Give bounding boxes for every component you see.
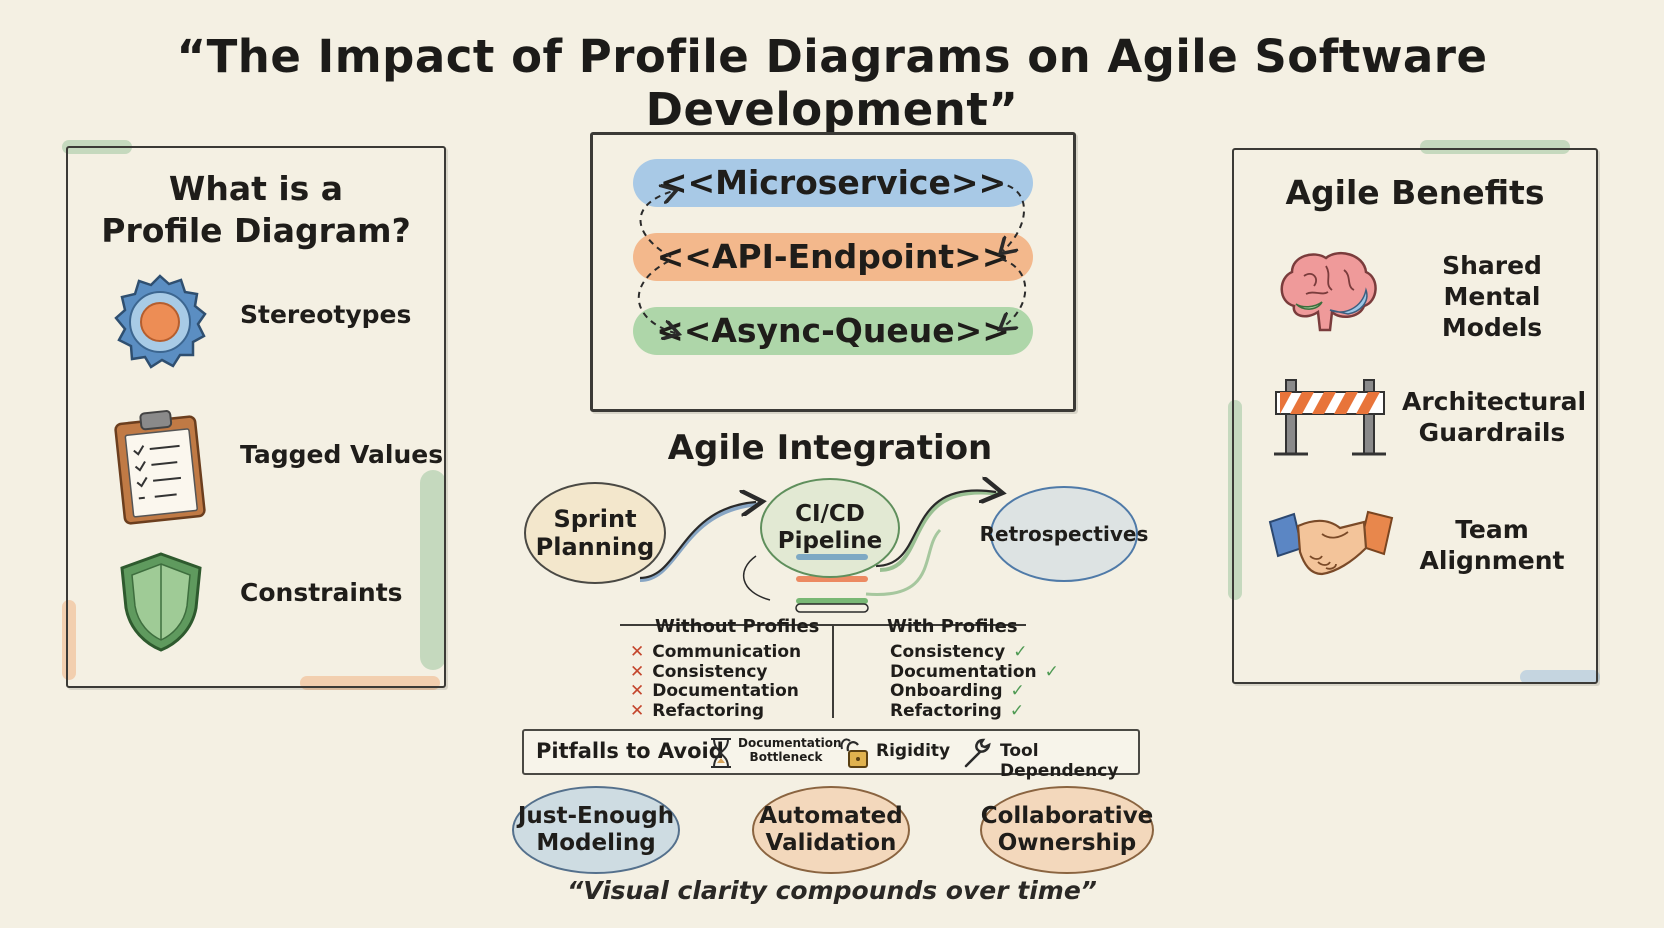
without-item: ✕Consistency xyxy=(630,661,768,682)
shield-icon xyxy=(116,550,206,654)
practice-automated-validation: Automated Validation xyxy=(752,786,910,874)
pitfall-documentation-bottleneck: Documentation Bottleneck xyxy=(738,736,842,764)
check-icon: ✓ xyxy=(1010,681,1025,701)
stereotype-panel: <<Microservice>> <<API-Endpoint>> <<Asyn… xyxy=(590,132,1076,412)
clipboard-icon xyxy=(112,406,212,526)
with-profiles-list: Consistency✓ Documentation✓ Onboarding✓ … xyxy=(890,642,1059,721)
heading-line: Profile Diagram? xyxy=(101,211,411,250)
with-item: Refactoring✓ xyxy=(890,700,1025,721)
handshake-icon xyxy=(1266,504,1396,584)
without-item: ✕Documentation xyxy=(630,681,799,701)
benefit-team-alignment: Team Alignment xyxy=(1402,514,1582,576)
barrier-icon xyxy=(1272,376,1388,458)
panel-heading: What is a Profile Diagram? xyxy=(68,168,444,252)
pitfalls-bar: Pitfalls to Avoid Documentation Bottlene… xyxy=(522,729,1140,781)
practice-label: Modeling xyxy=(536,830,656,856)
panel-wash xyxy=(62,600,76,680)
closing-quote: “Visual clarity compounds over time” xyxy=(567,876,1097,905)
stereotype-microservice: <<Microservice>> xyxy=(633,159,1033,207)
practice-label: Automated xyxy=(759,803,903,829)
practice-label: Validation xyxy=(765,830,897,856)
hourglass-icon xyxy=(708,737,734,769)
with-profiles-header: With Profiles xyxy=(887,616,1018,637)
panel-wash xyxy=(1520,670,1600,684)
check-icon: ✓ xyxy=(1013,642,1028,662)
page-title: “The Impact of Profile Diagrams on Agile… xyxy=(176,30,1488,136)
benefit-label: Shared Mental xyxy=(1442,251,1542,311)
step-label: Planning xyxy=(535,533,655,561)
pitfall-rigidity: Rigidity xyxy=(876,741,951,761)
panel-wash xyxy=(420,470,446,670)
stereotype-api-endpoint: <<API-Endpoint>> xyxy=(633,233,1033,281)
heading-line: What is a xyxy=(168,169,344,208)
with-item: Consistency✓ xyxy=(890,642,1028,662)
comparison-header-rule xyxy=(620,624,1026,626)
with-item: Documentation✓ xyxy=(890,661,1059,682)
step-sprint-planning: Sprint Planning xyxy=(524,482,666,584)
cross-icon: ✕ xyxy=(630,661,645,682)
pitfalls-label: Pitfalls to Avoid xyxy=(536,739,724,763)
profile-diagram-panel: What is a Profile Diagram? Stereotypes xyxy=(66,146,446,688)
step-label: CI/CD xyxy=(795,501,865,527)
step-retrospectives: Retrospectives xyxy=(980,486,1148,582)
practice-label: Ownership xyxy=(997,830,1137,856)
benefit-label: Architectural xyxy=(1402,387,1587,416)
practice-collaborative-ownership: Collaborative Ownership xyxy=(980,786,1154,874)
brain-icon xyxy=(1274,246,1382,340)
without-profiles-header: Without Profiles xyxy=(655,616,820,637)
step-label: Pipeline xyxy=(777,528,883,554)
practice-just-enough-modeling: Just-Enough Modeling xyxy=(512,786,680,874)
panel-heading: Agile Benefits xyxy=(1285,173,1545,212)
pitfall-label: Documentation xyxy=(738,736,842,750)
step-label: Sprint xyxy=(553,505,637,533)
stereotype-connectors xyxy=(637,182,1027,409)
benefit-label: Team xyxy=(1455,515,1529,544)
check-icon: ✓ xyxy=(1044,661,1059,682)
with-item: Onboarding✓ xyxy=(890,681,1025,701)
practice-label: Just-Enough xyxy=(517,803,675,829)
agile-integration-heading: Agile Integration xyxy=(667,428,993,468)
check-icon: ✓ xyxy=(1009,700,1025,721)
benefit-label: Guardrails xyxy=(1418,418,1566,447)
benefit-architectural-guardrails: Architectural Guardrails xyxy=(1402,386,1587,448)
panel-wash xyxy=(1228,400,1242,600)
agile-benefits-panel: Agile Benefits Shared Mental Models xyxy=(1232,148,1598,684)
pitfall-tool-dependency: Tool Dependency xyxy=(1000,741,1119,781)
cross-icon: ✕ xyxy=(630,681,645,701)
without-item: ✕Refactoring xyxy=(630,700,765,721)
benefit-label: Models xyxy=(1441,313,1543,342)
item-stereotypes: Stereotypes xyxy=(240,300,412,329)
item-tagged-values: Tagged Values xyxy=(240,440,444,469)
panel-wash xyxy=(1420,140,1570,154)
cross-icon: ✕ xyxy=(630,642,645,662)
practice-label: Collaborative xyxy=(980,803,1154,829)
gear-icon xyxy=(108,270,212,374)
stereotype-async-queue: <<Async-Queue>> xyxy=(633,307,1033,355)
step-ci-cd-pipeline: CI/CD Pipeline xyxy=(760,478,900,578)
benefit-label: Alignment xyxy=(1419,546,1565,575)
cross-icon: ✕ xyxy=(630,700,645,721)
without-item: ✕Communication xyxy=(630,642,802,662)
item-constraints: Constraints xyxy=(240,578,403,607)
pitfall-label: Bottleneck xyxy=(749,750,823,764)
padlock-icon xyxy=(836,735,870,771)
wrench-icon xyxy=(960,736,994,770)
benefit-shared-mental-models: Shared Mental Models xyxy=(1402,250,1582,343)
without-profiles-list: ✕Communication ✕Consistency ✕Documentati… xyxy=(630,642,802,721)
comparison-divider xyxy=(832,624,834,718)
